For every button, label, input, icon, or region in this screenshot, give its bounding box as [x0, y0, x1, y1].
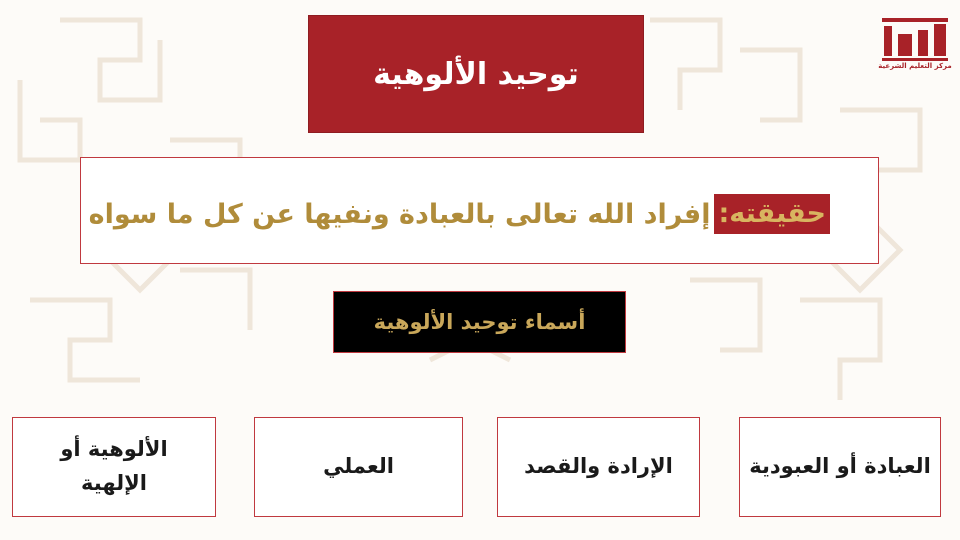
name-card-practical: العملي	[254, 417, 463, 517]
names-heading-text: أسماء توحيد الألوهية	[373, 310, 586, 334]
name-card-worship: العبادة أو العبودية	[739, 417, 941, 517]
definition-text: إفراد الله تعالى بالعبادة ونفيها عن كل م…	[88, 198, 711, 230]
logo-subtitle: مركز التعليم الشرعية	[878, 62, 952, 70]
definition-line: حقيقته: إفراد الله تعالى بالعبادة ونفيها…	[89, 194, 830, 234]
name-card-will: الإرادة والقصد	[497, 417, 700, 517]
slide-title-text: توحيد الألوهية	[373, 56, 579, 92]
name-card-label: العملي	[323, 454, 394, 479]
name-card-divinity: الألوهية أو الإلهية	[12, 417, 216, 517]
brand-logo: مركز التعليم الشرعية	[876, 14, 954, 86]
name-card-label: الألوهية أو الإلهية	[60, 437, 168, 495]
definition-box: حقيقته: إفراد الله تعالى بالعبادة ونفيها…	[80, 157, 879, 264]
slide-title: توحيد الألوهية	[308, 15, 644, 133]
names-heading: أسماء توحيد الألوهية	[333, 291, 626, 353]
name-card-label: العبادة أو العبودية	[749, 454, 931, 479]
logo-mark-icon	[882, 18, 948, 61]
name-card-label: الإرادة والقصد	[524, 454, 673, 479]
definition-label: حقيقته:	[714, 194, 830, 234]
